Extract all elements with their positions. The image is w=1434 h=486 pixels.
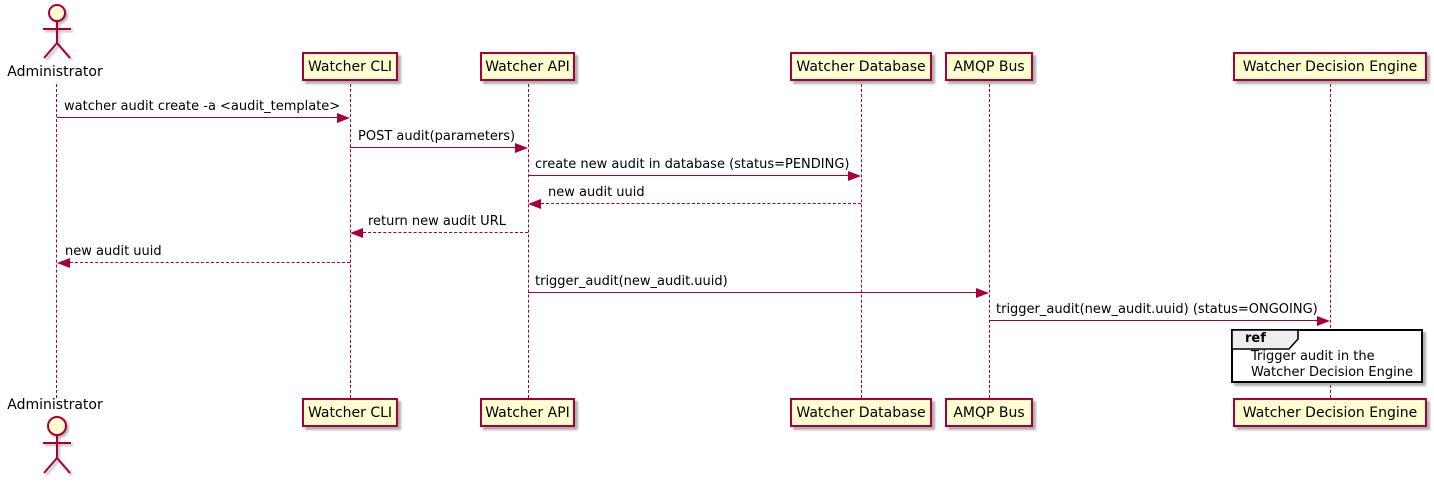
- message-label-trigger-audit: trigger_audit(new_audit.uuid): [535, 274, 728, 289]
- ref-tab-icon: [1231, 329, 1299, 350]
- actor-icon: [43, 416, 71, 474]
- lifeline-watcher-database: [861, 84, 862, 398]
- lifeline-amqp-bus: [989, 84, 990, 398]
- ref-text-line: Trigger audit in the: [1251, 349, 1375, 364]
- participant-label: Watcher Decision Engine: [1242, 58, 1418, 75]
- participant-watcher-database-bottom: Watcher Database: [790, 398, 932, 427]
- arrowhead-left-icon: [528, 198, 541, 209]
- arrowhead-left-icon: [350, 227, 363, 238]
- participant-label: AMQP Bus: [953, 404, 1025, 421]
- message-label-create-audit-db: create new audit in database (status=PEN…: [535, 157, 850, 172]
- message-label-post-audit: POST audit(parameters): [358, 129, 516, 144]
- message-label-new-audit-uuid-admin: new audit uuid: [65, 244, 162, 259]
- participant-watcher-api-top: Watcher API: [480, 52, 575, 81]
- participant-label: Watcher CLI: [307, 404, 393, 421]
- arrowhead-right-icon: [976, 287, 989, 298]
- arrowhead-right-icon: [337, 112, 350, 123]
- message-label-return-audit-url: return new audit URL: [368, 214, 506, 229]
- arrowhead-right-icon: [848, 170, 861, 181]
- participant-label: Watcher Database: [796, 58, 926, 75]
- message-line: [57, 117, 338, 118]
- participant-label: AMQP Bus: [953, 58, 1025, 75]
- message-label-trigger-audit-ongoing: trigger_audit(new_audit.uuid) (status=ON…: [996, 302, 1318, 317]
- ref-keyword: ref: [1245, 331, 1266, 346]
- participant-amqp-bus-bottom: AMQP Bus: [945, 398, 1033, 427]
- arrowhead-right-icon: [1317, 315, 1330, 326]
- lifeline-watcher-api: [528, 84, 529, 398]
- message-line: [528, 292, 976, 293]
- message-line: [541, 203, 861, 204]
- ref-text: Trigger audit in the Watcher Decision En…: [1251, 349, 1413, 381]
- participant-watcher-api-bottom: Watcher API: [480, 398, 575, 427]
- message-label-audit-create: watcher audit create -a <audit_template>: [64, 99, 341, 114]
- message-line: [528, 175, 848, 176]
- arrowhead-right-icon: [515, 142, 528, 153]
- participant-watcher-decision-engine-bottom: Watcher Decision Engine: [1233, 398, 1427, 427]
- participant-amqp-bus-top: AMQP Bus: [945, 52, 1033, 81]
- actor-icon: [43, 4, 71, 59]
- lifeline-administrator: [56, 84, 57, 398]
- arrowhead-left-icon: [57, 257, 70, 268]
- participant-watcher-decision-engine-top: Watcher Decision Engine: [1233, 52, 1427, 81]
- lifeline-watcher-cli: [350, 84, 351, 398]
- actor-name-top: Administrator: [7, 64, 103, 80]
- ref-fragment: ref Trigger audit in the Watcher Decisio…: [1231, 329, 1423, 383]
- participant-watcher-cli-bottom: Watcher CLI: [302, 398, 398, 427]
- lifeline-watcher-decision-engine: [1330, 84, 1331, 398]
- participant-label: Watcher API: [485, 404, 570, 421]
- message-line: [350, 147, 515, 148]
- actor-name-bottom: Administrator: [7, 397, 103, 413]
- participant-label: Watcher CLI: [307, 58, 393, 75]
- participant-label: Watcher API: [485, 58, 570, 75]
- participant-watcher-cli-top: Watcher CLI: [302, 52, 398, 81]
- participant-label: Watcher Decision Engine: [1242, 404, 1418, 421]
- message-label-new-audit-uuid-db: new audit uuid: [548, 185, 645, 200]
- message-line: [363, 232, 528, 233]
- ref-text-line: Watcher Decision Engine: [1251, 365, 1413, 380]
- message-line: [989, 320, 1317, 321]
- participant-watcher-database-top: Watcher Database: [790, 52, 932, 81]
- participant-label: Watcher Database: [796, 404, 926, 421]
- message-line: [70, 262, 350, 263]
